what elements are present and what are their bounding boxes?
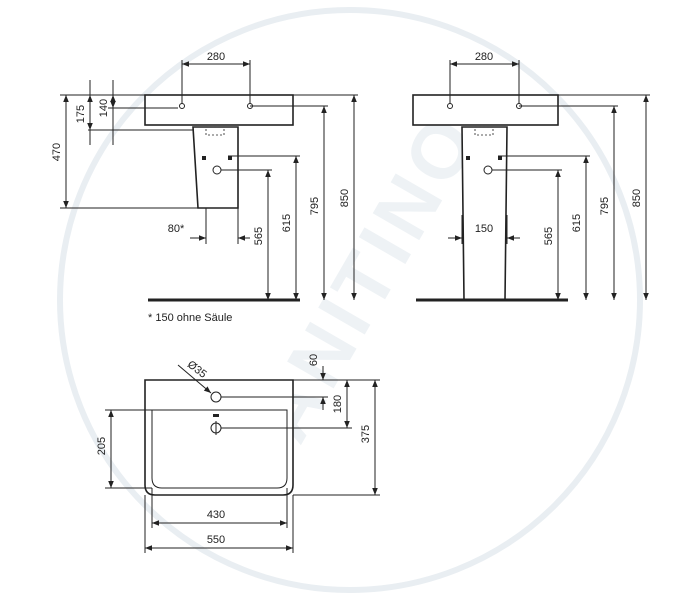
dim-565-left: 565 xyxy=(253,227,265,245)
dim-205: 205 xyxy=(96,437,108,455)
dim-550: 550 xyxy=(207,534,225,546)
dim-375: 375 xyxy=(360,425,372,443)
top-view: Ø35 60 180 375 205 430 550 xyxy=(96,354,380,553)
basin-left xyxy=(144,94,294,126)
dim-850-right: 850 xyxy=(631,189,643,207)
basin-outer-top xyxy=(144,379,294,496)
fixing-left-a xyxy=(202,156,206,160)
dim-diameter: Ø35 xyxy=(185,359,209,381)
dim-60: 60 xyxy=(308,354,320,366)
dim-615-right: 615 xyxy=(571,214,583,232)
fixing-right-b xyxy=(498,156,502,160)
dim-795-right: 795 xyxy=(599,197,611,215)
dim-150: 150 xyxy=(475,223,493,235)
side-view-right: 280 150 565 615 795 850 xyxy=(412,51,650,302)
fixing-left-b xyxy=(228,156,232,160)
dim-280-left: 280 xyxy=(207,51,225,63)
dim-470: 470 xyxy=(51,143,63,161)
dim-615-left: 615 xyxy=(281,214,293,232)
dim-80: 80* xyxy=(168,223,185,235)
dim-430: 430 xyxy=(207,509,225,521)
dim-180: 180 xyxy=(332,395,344,413)
dim-565-right: 565 xyxy=(543,227,555,245)
dim-280-right: 280 xyxy=(475,51,493,63)
dim-850-left: 850 xyxy=(339,189,351,207)
dim-140: 140 xyxy=(98,99,110,117)
pedestal-trap-right xyxy=(474,126,494,136)
side-view-left: 280 175 140 470 565 615 795 850 xyxy=(51,51,358,324)
overflow-top xyxy=(213,414,219,417)
pedestal-trap xyxy=(205,126,225,136)
basin-right xyxy=(412,94,559,126)
dim-175: 175 xyxy=(75,105,87,123)
fixing-right-a xyxy=(466,156,470,160)
dim-795-left: 795 xyxy=(309,197,321,215)
pedestal-right xyxy=(461,126,508,301)
basin-inner-top xyxy=(151,409,288,489)
footnote: * 150 ohne Säule xyxy=(148,312,232,324)
pedestal-left xyxy=(192,126,239,209)
